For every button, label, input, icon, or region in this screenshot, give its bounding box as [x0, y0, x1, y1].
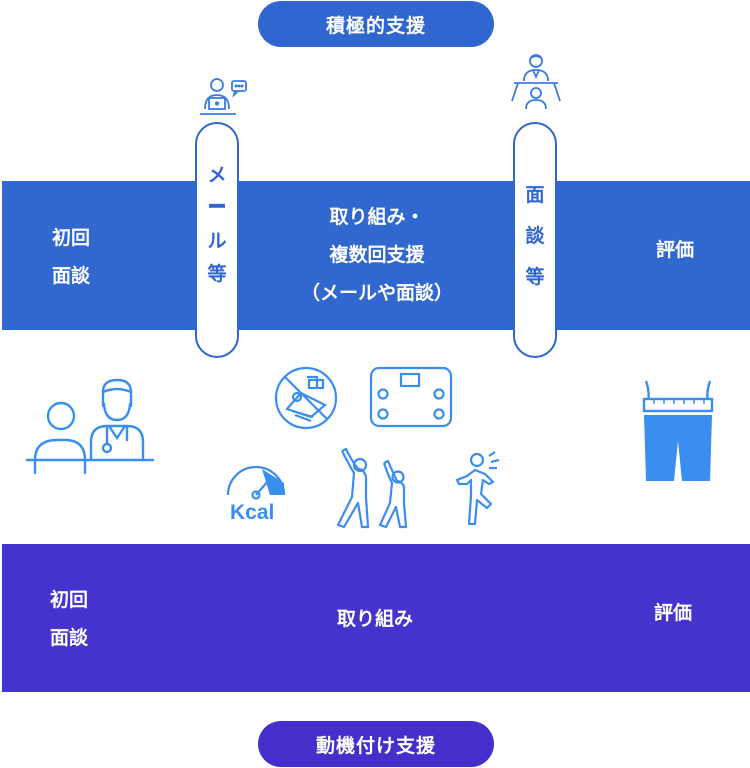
- top-evaluation: 評価: [656, 239, 695, 261]
- bottom-evaluation: 評価: [654, 602, 693, 624]
- patient-doctor-icon: [25, 376, 155, 480]
- mail-etc-pill: メ ー ル 等: [195, 122, 239, 358]
- top-activity-text: 取り組み・ 複数回支援 （メールや面談）: [300, 206, 453, 304]
- waist-measure-icon: [640, 377, 716, 487]
- body-scale-icon: [369, 366, 453, 432]
- calorie-meter-icon: Kcal: [222, 465, 290, 531]
- active-support-label: 積極的支援: [258, 1, 494, 47]
- bottom-activity-text: 取り組み: [336, 608, 413, 630]
- top-initial-interview: 初回 面談: [52, 227, 91, 287]
- laptop-user-icon: [198, 76, 250, 122]
- stretching-people-icon: [334, 447, 410, 533]
- interview-etc-pill: 面 談 等: [513, 122, 557, 358]
- motivation-support-band: [2, 544, 750, 692]
- running-person-icon: [455, 450, 503, 532]
- kcal-label: Kcal: [230, 501, 275, 524]
- active-support-band: [2, 181, 750, 330]
- no-cake-icon: [273, 365, 339, 435]
- bottom-initial-interview: 初回 面談: [50, 589, 89, 649]
- motivation-support-label: 動機付け支援: [258, 721, 494, 767]
- consultation-desk-icon: [508, 53, 564, 117]
